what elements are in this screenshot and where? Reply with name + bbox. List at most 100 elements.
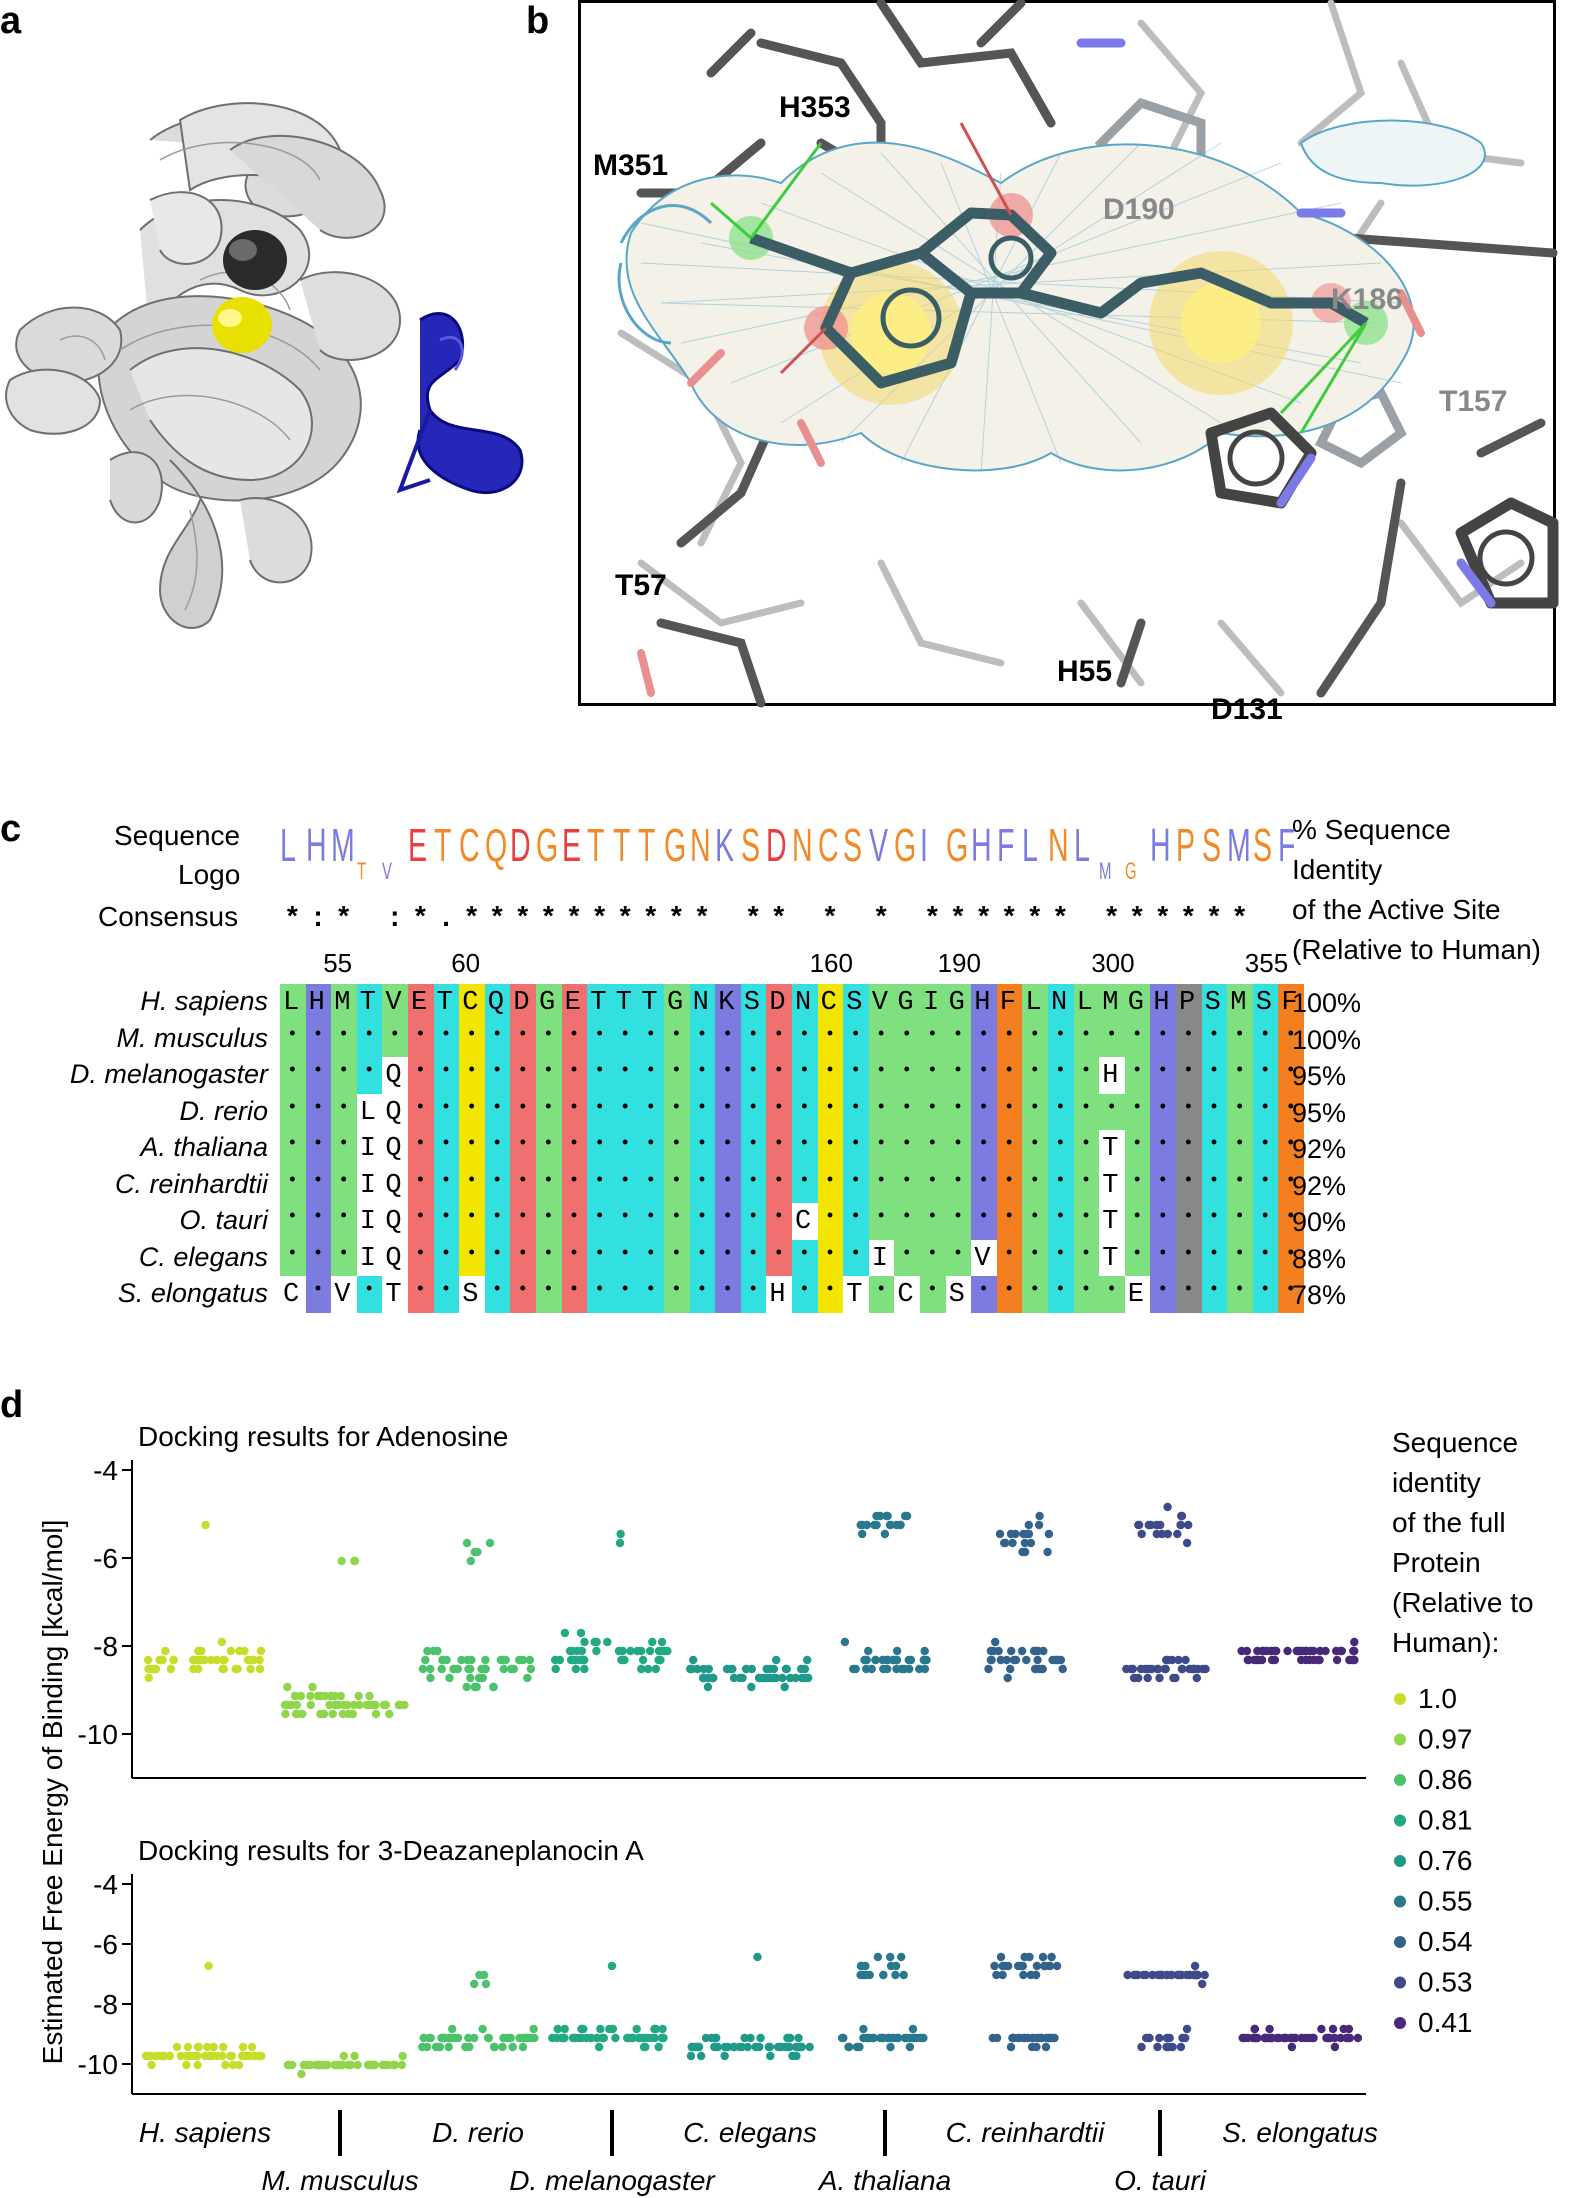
logo-letter: T bbox=[356, 858, 366, 885]
data-point bbox=[615, 1538, 625, 1548]
data-point bbox=[228, 2060, 238, 2070]
data-point bbox=[565, 1646, 575, 1656]
logo-letter: S bbox=[843, 819, 863, 871]
alignment-cell bbox=[1278, 1276, 1304, 1313]
alignment-char: I bbox=[359, 1207, 376, 1237]
alignment-cell bbox=[868, 984, 895, 1021]
alignment-char: • bbox=[440, 1134, 452, 1154]
data-point bbox=[729, 1673, 739, 1683]
alignment-cell bbox=[510, 1239, 536, 1276]
data-point bbox=[209, 2042, 218, 2052]
logo-letter: L bbox=[280, 819, 296, 871]
alignment-char: • bbox=[952, 1170, 964, 1191]
data-point bbox=[529, 2024, 538, 2034]
alignment-cell bbox=[408, 1239, 434, 1276]
data-point bbox=[782, 1664, 791, 1674]
alignment-char: • bbox=[389, 1024, 401, 1045]
alignment-cell bbox=[945, 984, 972, 1021]
alignment-cell bbox=[740, 1239, 767, 1276]
data-point bbox=[1034, 1520, 1044, 1530]
alignment-char: • bbox=[799, 1170, 810, 1191]
data-point bbox=[199, 1655, 208, 1665]
row-label-sequence: Sequence bbox=[114, 820, 241, 851]
data-point bbox=[737, 2042, 747, 2052]
alignment-cell bbox=[459, 1130, 485, 1167]
data-point bbox=[872, 1511, 881, 1521]
data-point bbox=[644, 1664, 653, 1674]
data-point bbox=[580, 1637, 589, 1647]
logo-letter: H bbox=[305, 819, 327, 871]
data-point bbox=[991, 1637, 1000, 1647]
alignment-cell bbox=[1048, 1276, 1074, 1313]
alignment-char: • bbox=[568, 1207, 580, 1227]
alignment-cell bbox=[408, 984, 434, 1021]
logo-letter: T bbox=[587, 819, 605, 871]
species-label: M. musculus bbox=[116, 1022, 268, 1053]
data-point bbox=[795, 2042, 804, 2052]
legend-label: 0.81 bbox=[1418, 1805, 1473, 1836]
consensus-mark: * bbox=[463, 904, 480, 935]
y-axis-label: Estimated Free Energy of Binding [kcal/m… bbox=[37, 1520, 68, 2065]
alignment-cell bbox=[356, 1093, 383, 1130]
data-point bbox=[201, 1520, 210, 1530]
data-point bbox=[560, 1628, 570, 1638]
data-point bbox=[231, 1664, 240, 1674]
consensus-mark: * bbox=[1026, 904, 1044, 935]
alignment-char: M bbox=[1230, 988, 1247, 1018]
data-point bbox=[1025, 1952, 1034, 1962]
data-point bbox=[891, 1970, 900, 1980]
alignment-cell bbox=[280, 1130, 306, 1167]
data-point bbox=[203, 2042, 212, 2052]
data-point bbox=[418, 2042, 427, 2052]
data-point bbox=[917, 2033, 926, 2043]
alignment-cell bbox=[817, 1276, 844, 1313]
residue-label-t157: T157 bbox=[1439, 385, 1508, 418]
data-point bbox=[1147, 1664, 1156, 1674]
logo-letter: S bbox=[740, 819, 760, 871]
alignment-cell bbox=[280, 1239, 306, 1276]
data-point bbox=[147, 2060, 156, 2070]
logo-letter: V bbox=[382, 858, 393, 885]
logo-letter: Q bbox=[484, 819, 507, 871]
data-point bbox=[370, 2060, 380, 2070]
data-point bbox=[580, 1664, 589, 1674]
alignment-cell bbox=[1252, 1203, 1279, 1240]
data-point bbox=[804, 1673, 813, 1683]
residue-label-k186: K186 bbox=[1331, 283, 1403, 316]
data-point bbox=[743, 2042, 752, 2052]
data-point bbox=[791, 1673, 800, 1683]
data-point bbox=[1177, 1511, 1187, 1521]
alignment-cell bbox=[817, 1203, 844, 1240]
data-point bbox=[908, 2024, 918, 2034]
logo-letter: S bbox=[1252, 819, 1272, 871]
data-point bbox=[157, 1655, 166, 1665]
legend-label: 0.41 bbox=[1418, 2007, 1473, 2038]
alignment-cell bbox=[459, 984, 485, 1021]
data-point bbox=[899, 1970, 908, 1980]
data-point bbox=[699, 1673, 708, 1683]
row-label-logo: Logo bbox=[178, 859, 241, 890]
data-point bbox=[996, 1655, 1005, 1665]
alignment-char: • bbox=[1285, 1243, 1297, 1264]
data-point bbox=[241, 2051, 251, 2061]
alignment-cell bbox=[920, 1093, 946, 1130]
alignment-cell bbox=[1150, 1203, 1176, 1240]
alignment-char: • bbox=[645, 1243, 657, 1264]
alignment-cell bbox=[1176, 984, 1202, 1021]
alignment-char: • bbox=[952, 1061, 964, 1081]
alignment-char: • bbox=[517, 1024, 529, 1045]
data-point bbox=[144, 1664, 154, 1674]
alignment-char: • bbox=[287, 1024, 298, 1045]
data-point bbox=[1137, 1529, 1146, 1539]
alignment-cell bbox=[356, 1130, 383, 1167]
legend-swatch bbox=[1394, 1855, 1406, 1867]
alignment-cell bbox=[510, 984, 536, 1021]
alignment-char: • bbox=[338, 1061, 349, 1081]
alignment-char: • bbox=[287, 1061, 298, 1081]
alignment-cell bbox=[587, 1203, 613, 1240]
data-point bbox=[255, 1655, 264, 1665]
alignment-char: T bbox=[615, 988, 632, 1018]
alignment-char: • bbox=[1285, 1170, 1297, 1191]
alignment-cell bbox=[1201, 1093, 1228, 1130]
data-point bbox=[741, 1664, 751, 1674]
